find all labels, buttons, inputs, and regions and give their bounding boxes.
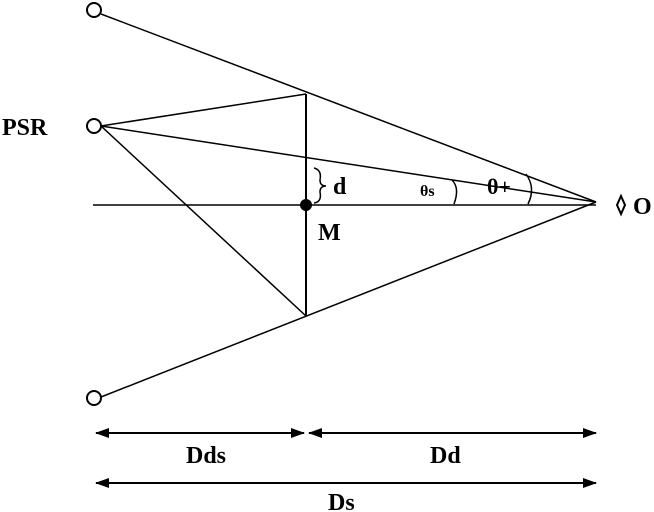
theta-plus-label: θ+ bbox=[487, 174, 511, 199]
ray-to-upper-image bbox=[100, 93, 307, 127]
lens-point-dot bbox=[300, 199, 312, 211]
lens-point-label: M bbox=[318, 220, 341, 246]
theta-s-arc bbox=[451, 179, 458, 205]
theta-s-label: θs bbox=[420, 183, 435, 200]
psr-source-circle bbox=[86, 118, 102, 134]
image-circle-bottom bbox=[86, 390, 102, 406]
dds-label: Dds bbox=[186, 443, 226, 469]
offset-brace bbox=[313, 167, 327, 204]
observer-marker bbox=[615, 193, 627, 217]
upper-envelope-line bbox=[100, 13, 597, 203]
lower-envelope-line bbox=[100, 201, 597, 398]
image-circle-top bbox=[86, 2, 102, 18]
ray-to-lower-image bbox=[100, 125, 307, 317]
offset-label: d bbox=[333, 174, 347, 200]
observer-label: O bbox=[633, 194, 652, 220]
dd-label: Dd bbox=[430, 443, 461, 469]
direct-ray-to-observer bbox=[100, 125, 597, 203]
theta-plus-arc bbox=[525, 173, 533, 205]
ds-label: Ds bbox=[328, 490, 355, 512]
psr-label: PSR bbox=[2, 115, 48, 141]
